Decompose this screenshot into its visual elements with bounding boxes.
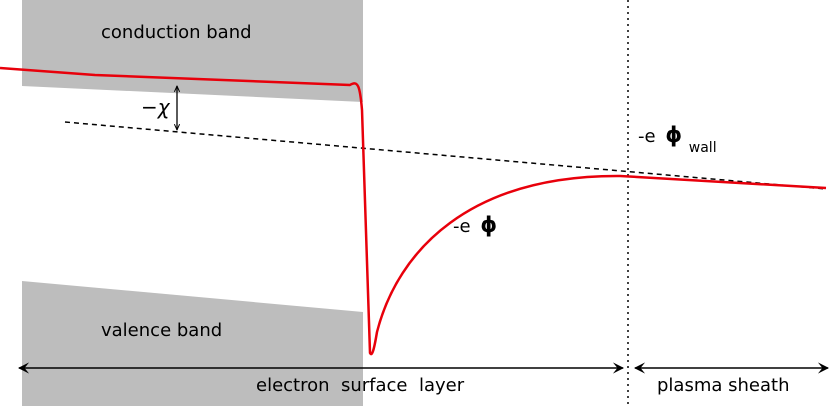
valence-band-region — [22, 281, 363, 406]
valence-band-label: valence band — [101, 320, 222, 341]
chi-label: −χ — [141, 95, 171, 119]
potential-curve — [0, 66, 827, 356]
wall-potential-prefix: -e — [638, 126, 656, 147]
conduction-band-region — [22, 0, 363, 102]
plasma-sheath-label: plasma sheath — [657, 375, 789, 396]
potential-label-prefix: -e — [453, 216, 471, 237]
wall-subscript: wall — [689, 140, 717, 156]
wall-phi-symbol: ϕ — [665, 123, 682, 147]
potential-label: -e ϕ — [453, 213, 497, 237]
conduction-band-label: conduction band — [101, 22, 252, 43]
potential-phi-symbol: ϕ — [480, 213, 497, 237]
electron-surface-layer-label: electron surface layer — [256, 375, 465, 396]
wall-potential-label: -e ϕ wall — [638, 123, 717, 156]
reference-dashed-line — [64, 121, 827, 190]
